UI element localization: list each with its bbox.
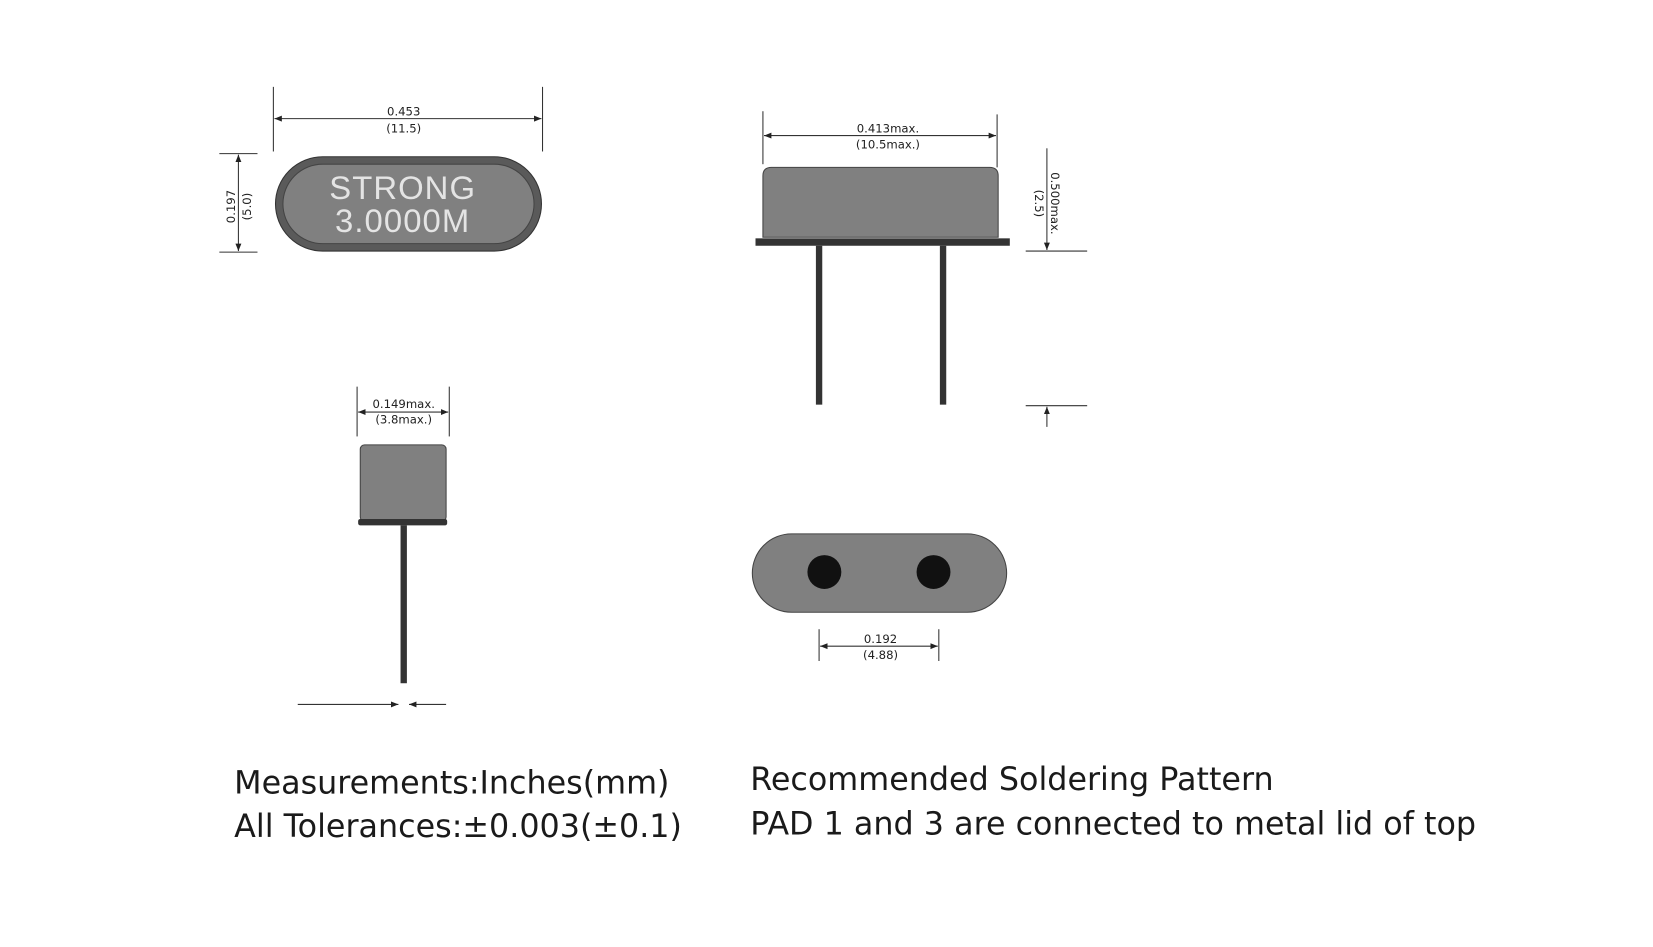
side-width-mm: (10.5max.)	[856, 137, 920, 151]
measurements-note: Measurements:Inches(mm)	[234, 765, 669, 801]
height-mm: (5.0)	[240, 193, 254, 221]
height-inches: 0.197	[224, 190, 238, 223]
side-view: 0.413max. (10.5max.) 0.500max. (2.5)	[755, 111, 1088, 427]
side-width-dimension: 0.413max. (10.5max.)	[762, 111, 998, 168]
top-view-inner-body	[282, 163, 535, 245]
depth-dimension: 0.149max. (3.8max.)	[356, 386, 450, 437]
side-height-mm: (2.5)	[1032, 190, 1046, 218]
pin-2	[939, 245, 947, 405]
width-inches: 0.453	[387, 104, 420, 118]
side-view-body	[762, 166, 999, 238]
pattern-note: PAD 1 and 3 are connected to metal lid o…	[750, 807, 1476, 843]
depth-inches: 0.149max.	[373, 397, 435, 411]
top-view: STRONG 3.0000M 0.453 (11.5) 0.197 (5.0)	[219, 86, 544, 253]
end-view-base	[358, 519, 448, 526]
height-dimension: 0.197 (5.0)	[219, 153, 258, 253]
pad-1	[807, 555, 842, 589]
end-view: 0.149max. (3.8max.)	[297, 386, 450, 708]
pin-1	[815, 245, 823, 405]
soldering-pattern: 0.192 (4.88)	[751, 533, 1008, 662]
pitch-dimension: 0.192 (4.88)	[818, 629, 940, 662]
end-view-pin	[400, 525, 407, 684]
pattern-title: Recommended Soldering Pattern	[750, 762, 1273, 798]
pitch-inches: 0.192	[864, 632, 897, 646]
pattern-outline	[751, 533, 1008, 613]
marking-line2: 3.0000M	[335, 202, 470, 239]
side-height-dimension: 0.500max. (2.5)	[1025, 148, 1088, 427]
width-dimension: 0.453 (11.5)	[272, 86, 544, 152]
width-mm: (11.5)	[386, 121, 421, 135]
pad-3	[916, 555, 951, 589]
depth-mm: (3.8max.)	[375, 413, 432, 427]
pitch-mm: (4.88)	[863, 648, 898, 662]
side-height-inches: 0.500max.	[1048, 172, 1062, 234]
marking-line1: STRONG	[329, 169, 476, 206]
tolerances-note: All Tolerances:±0.003(±0.1)	[234, 809, 682, 845]
end-view-body	[359, 444, 447, 522]
side-view-base	[755, 238, 1010, 246]
side-width-inches: 0.413max.	[857, 121, 919, 135]
